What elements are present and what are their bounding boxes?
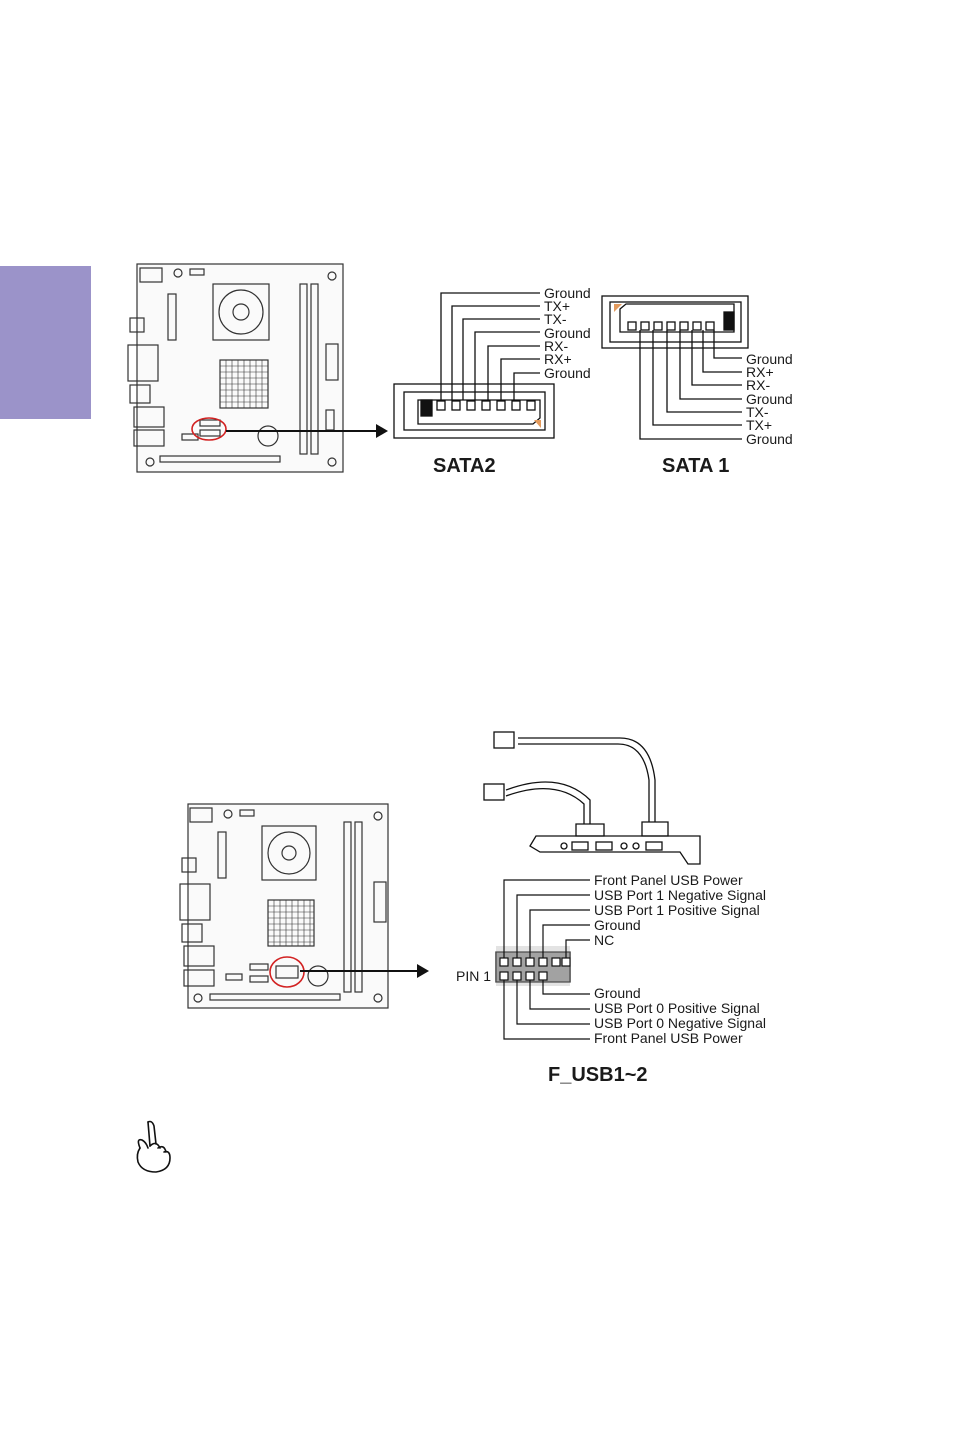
pin1-label: PIN 1 [456,968,491,984]
usb-figure: PIN 1 Front Panel USB Power USB Port 1 N… [0,720,954,1100]
pointing-hand-icon [126,1118,182,1176]
sata-figure: Ground TX+ TX- Ground RX- RX+ Ground SAT… [0,0,954,500]
sata1-caption: SATA 1 [662,455,729,477]
usb-header-connector [496,946,570,986]
motherboard-diagram-sata [128,264,343,472]
motherboard-diagram-usb [180,804,388,1008]
usb-pin-labels: Front Panel USB Power USB Port 1 Negativ… [594,872,766,1046]
usb-caption: F_USB1~2 [548,1064,648,1086]
sata1-pin-labels: Ground RX+ RX- Ground TX- TX+ Ground [746,351,793,447]
usb-top-pin-3: USB Port 1 Positive Signal [594,902,760,918]
sata2-pin-labels: Ground TX+ TX- Ground RX- RX+ Ground [544,285,591,381]
sata1-pin-7: Ground [746,431,793,447]
usb-bracket-cable [484,732,700,864]
usb-bottom-pin-1: Ground [594,985,641,1001]
usb-bottom-pin-4: Front Panel USB Power [594,1030,743,1046]
sata2-caption: SATA2 [433,455,496,477]
usb-bottom-pin-2: USB Port 0 Positive Signal [594,1000,760,1016]
usb-top-pin-5: NC [594,932,614,948]
sata2-pin-7: Ground [544,365,591,381]
usb-top-pin-2: USB Port 1 Negative Signal [594,887,766,903]
sata2-connector [394,293,554,438]
usb-top-pin-1: Front Panel USB Power [594,872,743,888]
usb-top-pin-4: Ground [594,917,641,933]
sata1-connector [602,296,748,439]
usb-bottom-pin-3: USB Port 0 Negative Signal [594,1015,766,1031]
